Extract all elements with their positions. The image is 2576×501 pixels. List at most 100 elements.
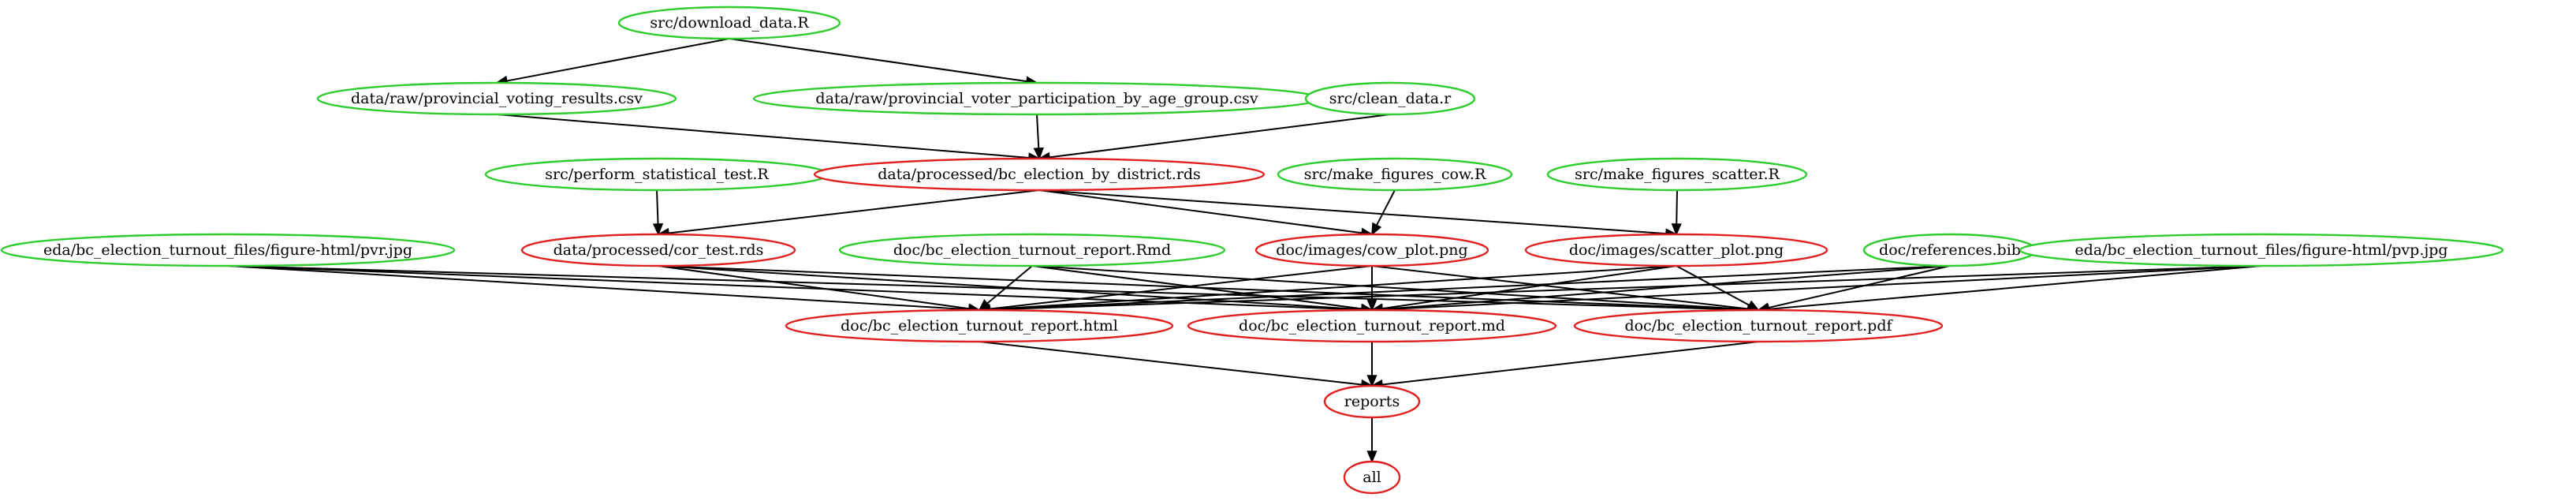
edge-line [989, 265, 1951, 311]
node-figcow: src/make_figures_cow.R [1277, 157, 1513, 192]
edge-line [1036, 114, 1040, 149]
edge-district-to-scatterplot [1038, 189, 1678, 239]
edge-line [227, 265, 970, 311]
edge-line [658, 265, 1363, 311]
node-pvp: eda/bc_election_turnout_files/figure-htm… [2019, 233, 2504, 267]
edge-line [989, 265, 2262, 311]
edge-line [729, 38, 1027, 83]
node-participation: data/raw/provincial_voter_participation_… [752, 81, 1322, 116]
node-label: src/download_data.R [650, 14, 809, 32]
node-label: eda/bc_election_turnout_files/figure-htm… [2075, 241, 2447, 259]
node-figscatter: src/make_figures_scatter.R [1546, 157, 1808, 192]
node-label: data/processed/cor_test.rds [554, 241, 764, 259]
node-label: doc/images/scatter_plot.png [1569, 241, 1784, 259]
edge-html-to-reports [979, 341, 1374, 391]
edge-figcow-to-cowplot [1371, 189, 1396, 236]
edge-stattest-to-cortest [652, 189, 664, 236]
edge-line [989, 265, 1677, 311]
edge-line [227, 265, 1363, 311]
node-label: src/make_figures_cow.R [1304, 166, 1486, 183]
arrowhead-icon [652, 223, 664, 236]
edge-reports-to-all [1366, 417, 1377, 463]
edge-pvr-to-md [227, 265, 1374, 316]
edge-line [227, 265, 1749, 311]
edge-line [668, 189, 1040, 234]
edge-participation-to-district [1033, 114, 1044, 160]
edge-cowplot-to-md [1366, 266, 1377, 312]
edge-line [1031, 265, 1363, 310]
node-label: doc/references.bib [1879, 241, 2021, 259]
node-ellipse [316, 81, 677, 116]
node-ellipse [1277, 157, 1513, 192]
node-reports: reports [1323, 384, 1421, 419]
node-ellipse [617, 6, 841, 40]
edge-line [989, 265, 1373, 310]
node-ellipse [0, 233, 456, 267]
edge-pdf-to-reports [1370, 341, 1759, 391]
node-label: doc/images/cow_plot.png [1276, 241, 1467, 259]
node-rmd: doc/bc_election_turnout_report.Rmd [838, 233, 1226, 267]
edge-voting-to-district [496, 114, 1041, 163]
edge-line [1038, 189, 1667, 235]
arrowhead-icon [1746, 300, 1760, 311]
node-label: src/perform_statistical_test.R [545, 166, 769, 183]
node-label: data/raw/provincial_voting_results.csv [351, 90, 643, 107]
node-label: doc/bc_election_turnout_report.Rmd [893, 241, 1171, 259]
arrowhead-icon [1366, 375, 1377, 387]
node-ellipse [1323, 384, 1421, 419]
edge-line [1049, 114, 1391, 159]
node-all: all [1343, 460, 1401, 495]
edge-pvp-to-pdf [1757, 265, 2262, 315]
node-ellipse [1546, 157, 1808, 192]
node-stattest: src/perform_statistical_test.R [484, 157, 829, 192]
node-ellipse [1254, 233, 1489, 267]
node-ellipse [1524, 233, 1829, 267]
node-ellipse [785, 308, 1174, 343]
node-label: all [1363, 469, 1381, 486]
edge-line [1381, 265, 1951, 311]
edge-line [1376, 189, 1396, 226]
node-ellipse [813, 157, 1266, 192]
edge-line [656, 189, 659, 225]
node-ellipse [1343, 460, 1401, 495]
node-cortest: data/processed/cor_test.rds [520, 233, 796, 267]
nodes-layer: src/download_data.R data/raw/provincial_v… [0, 6, 2504, 495]
node-download: src/download_data.R [617, 6, 841, 40]
edge-download-to-voting [495, 38, 730, 86]
node-md: doc/bc_election_turnout_report.md [1187, 308, 1557, 343]
edge-line [1031, 265, 1749, 311]
edge-cortest-to-pdf [658, 265, 1760, 316]
node-ellipse [1304, 81, 1476, 116]
node-pdf: doc/bc_election_turnout_report.pdf [1573, 308, 1944, 343]
node-ellipse [838, 233, 1226, 267]
edge-line [1676, 189, 1678, 225]
node-ellipse [2019, 233, 2504, 267]
edge-download-to-participation [729, 38, 1038, 87]
edge-line [1381, 265, 1677, 310]
edge-line [506, 38, 730, 82]
node-label: eda/bc_election_turnout_files/figure-htm… [43, 241, 412, 259]
node-label: src/clean_data.r [1329, 90, 1452, 107]
node-pvr: eda/bc_election_turnout_files/figure-htm… [0, 233, 456, 267]
edge-line [1371, 265, 1749, 310]
node-district: data/processed/bc_election_by_district.r… [813, 157, 1266, 192]
edge-line [1381, 341, 1759, 386]
arrowhead-icon [1366, 299, 1377, 312]
node-refs: doc/references.bib [1862, 233, 2037, 267]
edge-line [986, 265, 1033, 305]
edge-district-to-cortest [657, 189, 1040, 239]
arrowhead-icon [1371, 222, 1382, 236]
edge-line [1038, 189, 1363, 234]
edge-md-to-reports [1366, 342, 1377, 387]
edge-figscatter-to-scatterplot [1671, 189, 1682, 236]
edge-line [1768, 265, 2262, 310]
node-voting: data/raw/provincial_voting_results.csv [316, 81, 677, 116]
node-label: data/processed/bc_election_by_district.r… [878, 166, 1201, 183]
edge-line [1381, 265, 2262, 311]
arrowhead-icon [1366, 451, 1377, 463]
node-clean: src/clean_data.r [1304, 81, 1476, 116]
node-ellipse [1573, 308, 1944, 343]
node-ellipse [1187, 308, 1557, 343]
node-label: reports [1344, 393, 1400, 410]
